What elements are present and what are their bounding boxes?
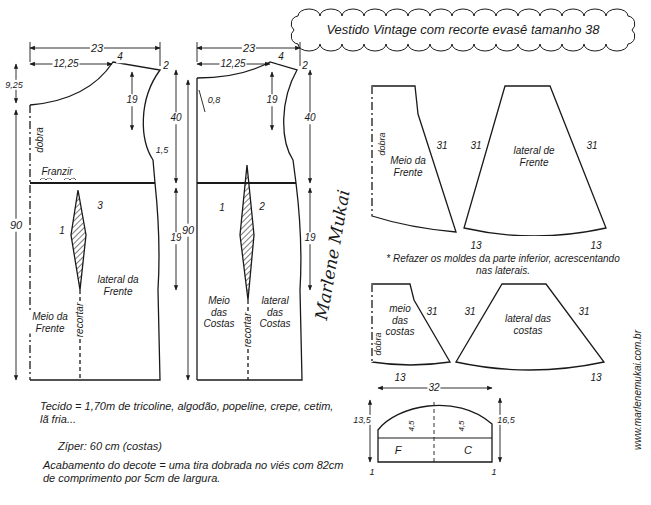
dimension-label: 32 — [427, 382, 440, 394]
dimension-label: 19 — [125, 94, 138, 106]
dimension-label: 31 — [577, 306, 590, 318]
dimension-label: 90 — [9, 219, 23, 232]
dimension-label: Meio da Frente — [29, 311, 71, 334]
piece-outline-path — [378, 405, 492, 462]
title-text: Vestido Vintage com recorte evasê tamanh… — [325, 23, 600, 38]
pattern-piece: FC — [376, 396, 494, 466]
fold-line — [371, 284, 372, 362]
front-piece — [30, 62, 160, 380]
dimension-label: 19 — [303, 232, 316, 244]
piece-outline-path — [372, 86, 456, 232]
dimension-label: Meio das Costas — [198, 295, 240, 330]
piece-outline-path — [456, 284, 604, 370]
fold-gap — [371, 86, 373, 216]
dimension-label: 90 — [181, 224, 195, 237]
piece-outline-path — [464, 86, 606, 236]
pattern-piece: lateral de Frente — [460, 84, 610, 236]
center-line — [434, 402, 435, 462]
dimension-label: 1 — [490, 467, 497, 477]
piece-name: lateral das costas — [502, 313, 554, 336]
dimension-label: 4,5 — [457, 419, 466, 432]
pattern-piece: meio das costasdobra — [370, 282, 454, 370]
signature: Marlene Mukai — [312, 187, 354, 322]
piece-name: meio das costas — [382, 303, 418, 338]
dimension-label: 4 — [277, 51, 285, 63]
pattern-piece: Meio da Frentedobra — [370, 84, 460, 236]
dimension-label: 1 — [58, 225, 66, 237]
dimension-label: 2 — [162, 60, 170, 72]
dimension-label: 31 — [585, 140, 598, 152]
fold-line — [371, 86, 372, 216]
piece-name: lateral de Frente — [510, 145, 558, 168]
dimension-label: 2 — [301, 60, 309, 72]
dimension-label: 0,8 — [207, 95, 222, 105]
dimension-label: 1 — [368, 467, 375, 477]
piece-name: F — [394, 444, 403, 457]
dimension-label: 40 — [169, 112, 182, 124]
dimension-label: lateral da Frente — [91, 274, 145, 297]
dimension-label: 4 — [116, 51, 124, 63]
dimension-label: 1 — [218, 202, 226, 214]
back-piece — [197, 62, 302, 380]
piece-name: dobra — [373, 331, 383, 356]
dimension-label: 31 — [425, 306, 438, 318]
dimension-label: lateral das Costas — [251, 295, 299, 330]
dimension-label: 13 — [393, 372, 406, 384]
title-cloud — [291, 9, 635, 51]
piece-name: C — [463, 444, 473, 457]
dimension-label: 23 — [242, 42, 256, 55]
piece-name: Meio da Frente — [389, 155, 427, 178]
pattern-piece: lateral das costas — [452, 282, 610, 374]
dimension-label: 4,5 — [407, 419, 416, 432]
dimension-label: 40 — [303, 112, 316, 124]
dimension-label: 12,25 — [219, 58, 246, 70]
dimension-label: 31 — [469, 140, 482, 152]
dimension-label: 13 — [589, 240, 602, 252]
piece-outline-path — [372, 284, 450, 365]
fold-gap — [371, 284, 373, 362]
dimension-label: 31 — [435, 140, 448, 152]
dimension-label: 13 — [589, 372, 602, 384]
dimension-label: 2 — [258, 201, 266, 213]
dimension-label: 23 — [90, 42, 104, 55]
dimension-label: 3 — [96, 200, 104, 212]
dimension-label: Franzir — [40, 166, 73, 178]
dimension-label: Tecido = 1,70m de tricoline, algodão, po… — [39, 400, 341, 425]
dimension-label: recortar — [74, 302, 86, 338]
dimension-label: 9,25 — [4, 80, 24, 90]
seam-line — [378, 437, 492, 438]
piece-name: dobra — [377, 131, 387, 156]
dimension-label: 19 — [265, 94, 278, 106]
dimension-label: 16,5 — [496, 415, 516, 425]
dimension-label: 13 — [469, 240, 482, 252]
dimension-label: Acabamento do decote = uma tira dobrada … — [42, 459, 358, 484]
dimension-label: 12,25 — [52, 58, 79, 70]
dimension-label: 31 — [463, 306, 476, 318]
dimension-label: Zíper: 60 cm (costas) — [57, 440, 163, 453]
dimension-label: www.marlenemukai.com.br — [632, 329, 644, 451]
piece-outline — [376, 396, 494, 466]
dimension-label: 13,5 — [352, 415, 372, 425]
dimension-label: dobra — [34, 126, 46, 154]
dimension-label: 1,5 — [155, 145, 170, 155]
dimension-label: * Refazer os moldes da parte inferior, a… — [377, 253, 629, 276]
